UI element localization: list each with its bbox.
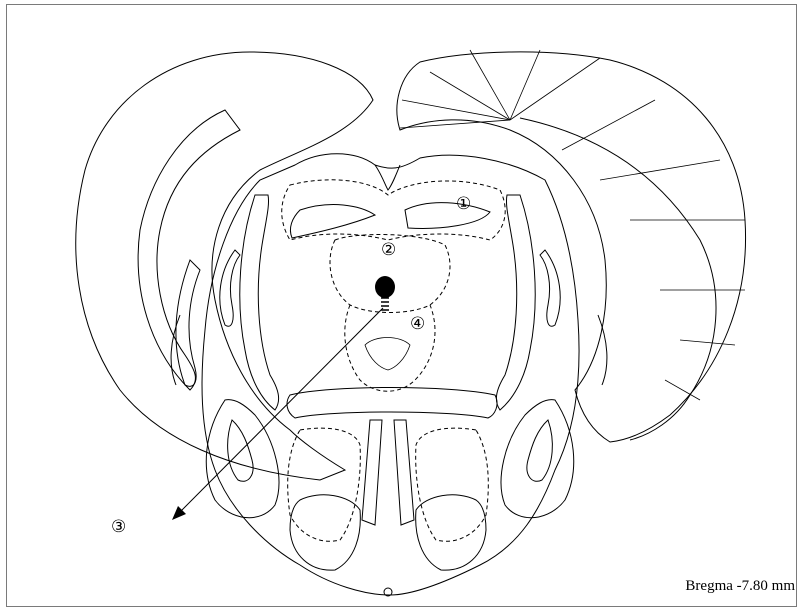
right-hemisphere-outline [397, 52, 746, 442]
midline-notch [375, 165, 400, 190]
marker-3: ③ [111, 519, 126, 536]
bregma-caption: Bregma -7.80 mm [685, 578, 795, 595]
marker-2: ② [381, 242, 396, 259]
dorsal-region-contour [282, 180, 505, 240]
ventral-nuclei-left [290, 495, 360, 570]
left-cerebellar-detail [220, 250, 240, 326]
left-ring-detail [228, 420, 253, 481]
left-hemisphere-outline [76, 52, 373, 480]
basal-pons-contour-right [416, 428, 489, 541]
right-cerebellar-detail [540, 250, 560, 326]
basal-pons-contour [288, 428, 361, 541]
left-ventral-lobe [206, 400, 279, 518]
collicular-contour-right [405, 203, 490, 229]
collicular-contour [290, 205, 375, 238]
left-lateral-band [240, 195, 279, 410]
right-cortex-divisions [400, 50, 745, 400]
marker-1: ① [456, 196, 471, 213]
pyramidal-tract-right [394, 420, 414, 525]
right-lateral-band [496, 195, 535, 410]
ventral-nuclei-right [416, 495, 486, 570]
raphe-contour [365, 338, 410, 371]
pontine-band [287, 388, 497, 419]
right-ring-detail [527, 420, 552, 481]
left-side-channel [171, 315, 180, 385]
brainstem-outline [202, 154, 579, 595]
pyramidal-tract-left [362, 420, 382, 525]
left-hippocampal-contour [138, 110, 240, 390]
lesion-site [375, 276, 395, 298]
right-ventral-lobe [501, 400, 574, 518]
left-inner-fold [176, 260, 200, 386]
marker-4: ④ [410, 316, 425, 333]
